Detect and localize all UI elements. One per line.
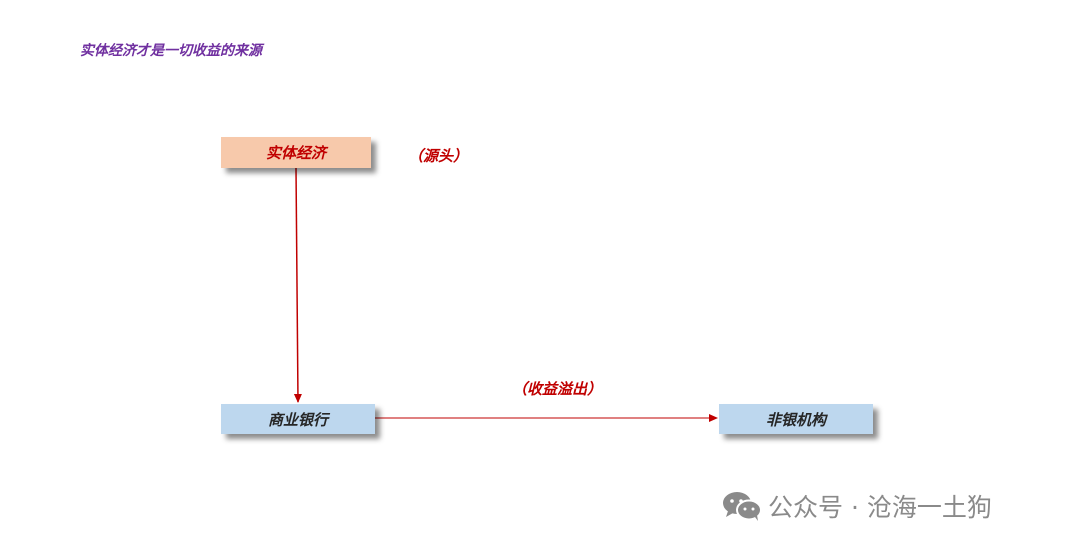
watermark: 公众号 · 沧海一土狗 — [722, 488, 992, 524]
annotation-spillover: （收益溢出） — [512, 380, 603, 398]
node-commercial-bank: 商业银行 — [221, 404, 375, 434]
diagram-title: 实体经济才是一切收益的来源 — [80, 43, 262, 59]
node-non-bank: 非银机构 — [719, 404, 873, 434]
node-non-bank-label: 非银机构 — [765, 410, 826, 429]
node-real-economy-label: 实体经济 — [265, 144, 326, 162]
watermark-text: 公众号 · 沧海一土狗 — [768, 493, 992, 522]
wechat-icon — [723, 492, 762, 521]
arrow-real-to-bank — [293, 167, 302, 403]
annotation-source: （源头） — [408, 147, 469, 165]
node-real-economy: 实体经济 — [221, 137, 371, 168]
node-commercial-bank-label: 商业银行 — [267, 410, 328, 429]
